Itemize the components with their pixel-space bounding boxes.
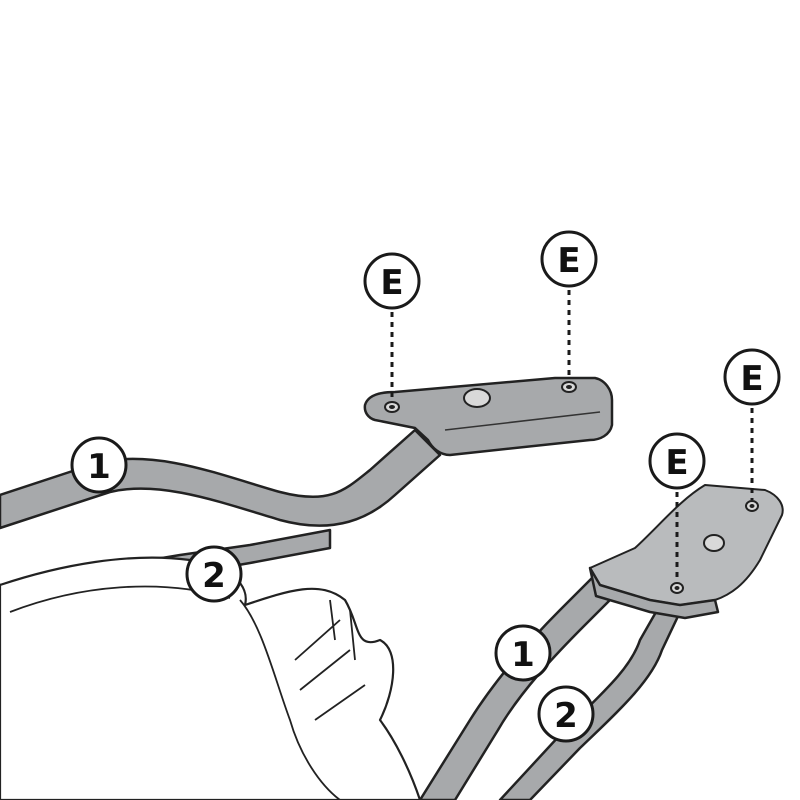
callout-part-label: 2 [554,696,578,736]
callout-e-label: E [557,241,580,281]
callout-e-label: E [665,443,688,483]
mounting-plate-right [588,484,784,620]
main-bar-right [418,573,622,800]
callout-part-label: 2 [202,556,226,596]
callout-e-left-plate-left: E [363,252,421,310]
callout-e-right-plate-right: E [723,348,781,406]
callout-e-label: E [380,263,403,303]
mounting-plate-left [363,376,614,457]
callout-e-right-plate-left: E [648,432,706,490]
callout-part-label: 1 [511,635,535,675]
callout-part-2-right: 2 [537,685,595,743]
callout-e-left-plate-right: E [540,230,598,288]
callout-e-label: E [740,359,763,399]
callout-part-1-left: 1 [70,436,128,494]
callout-part-1-right: 1 [494,624,552,682]
main-bar-left [0,428,442,530]
callout-part-2-left: 2 [185,545,243,603]
callout-part-label: 1 [87,447,111,487]
